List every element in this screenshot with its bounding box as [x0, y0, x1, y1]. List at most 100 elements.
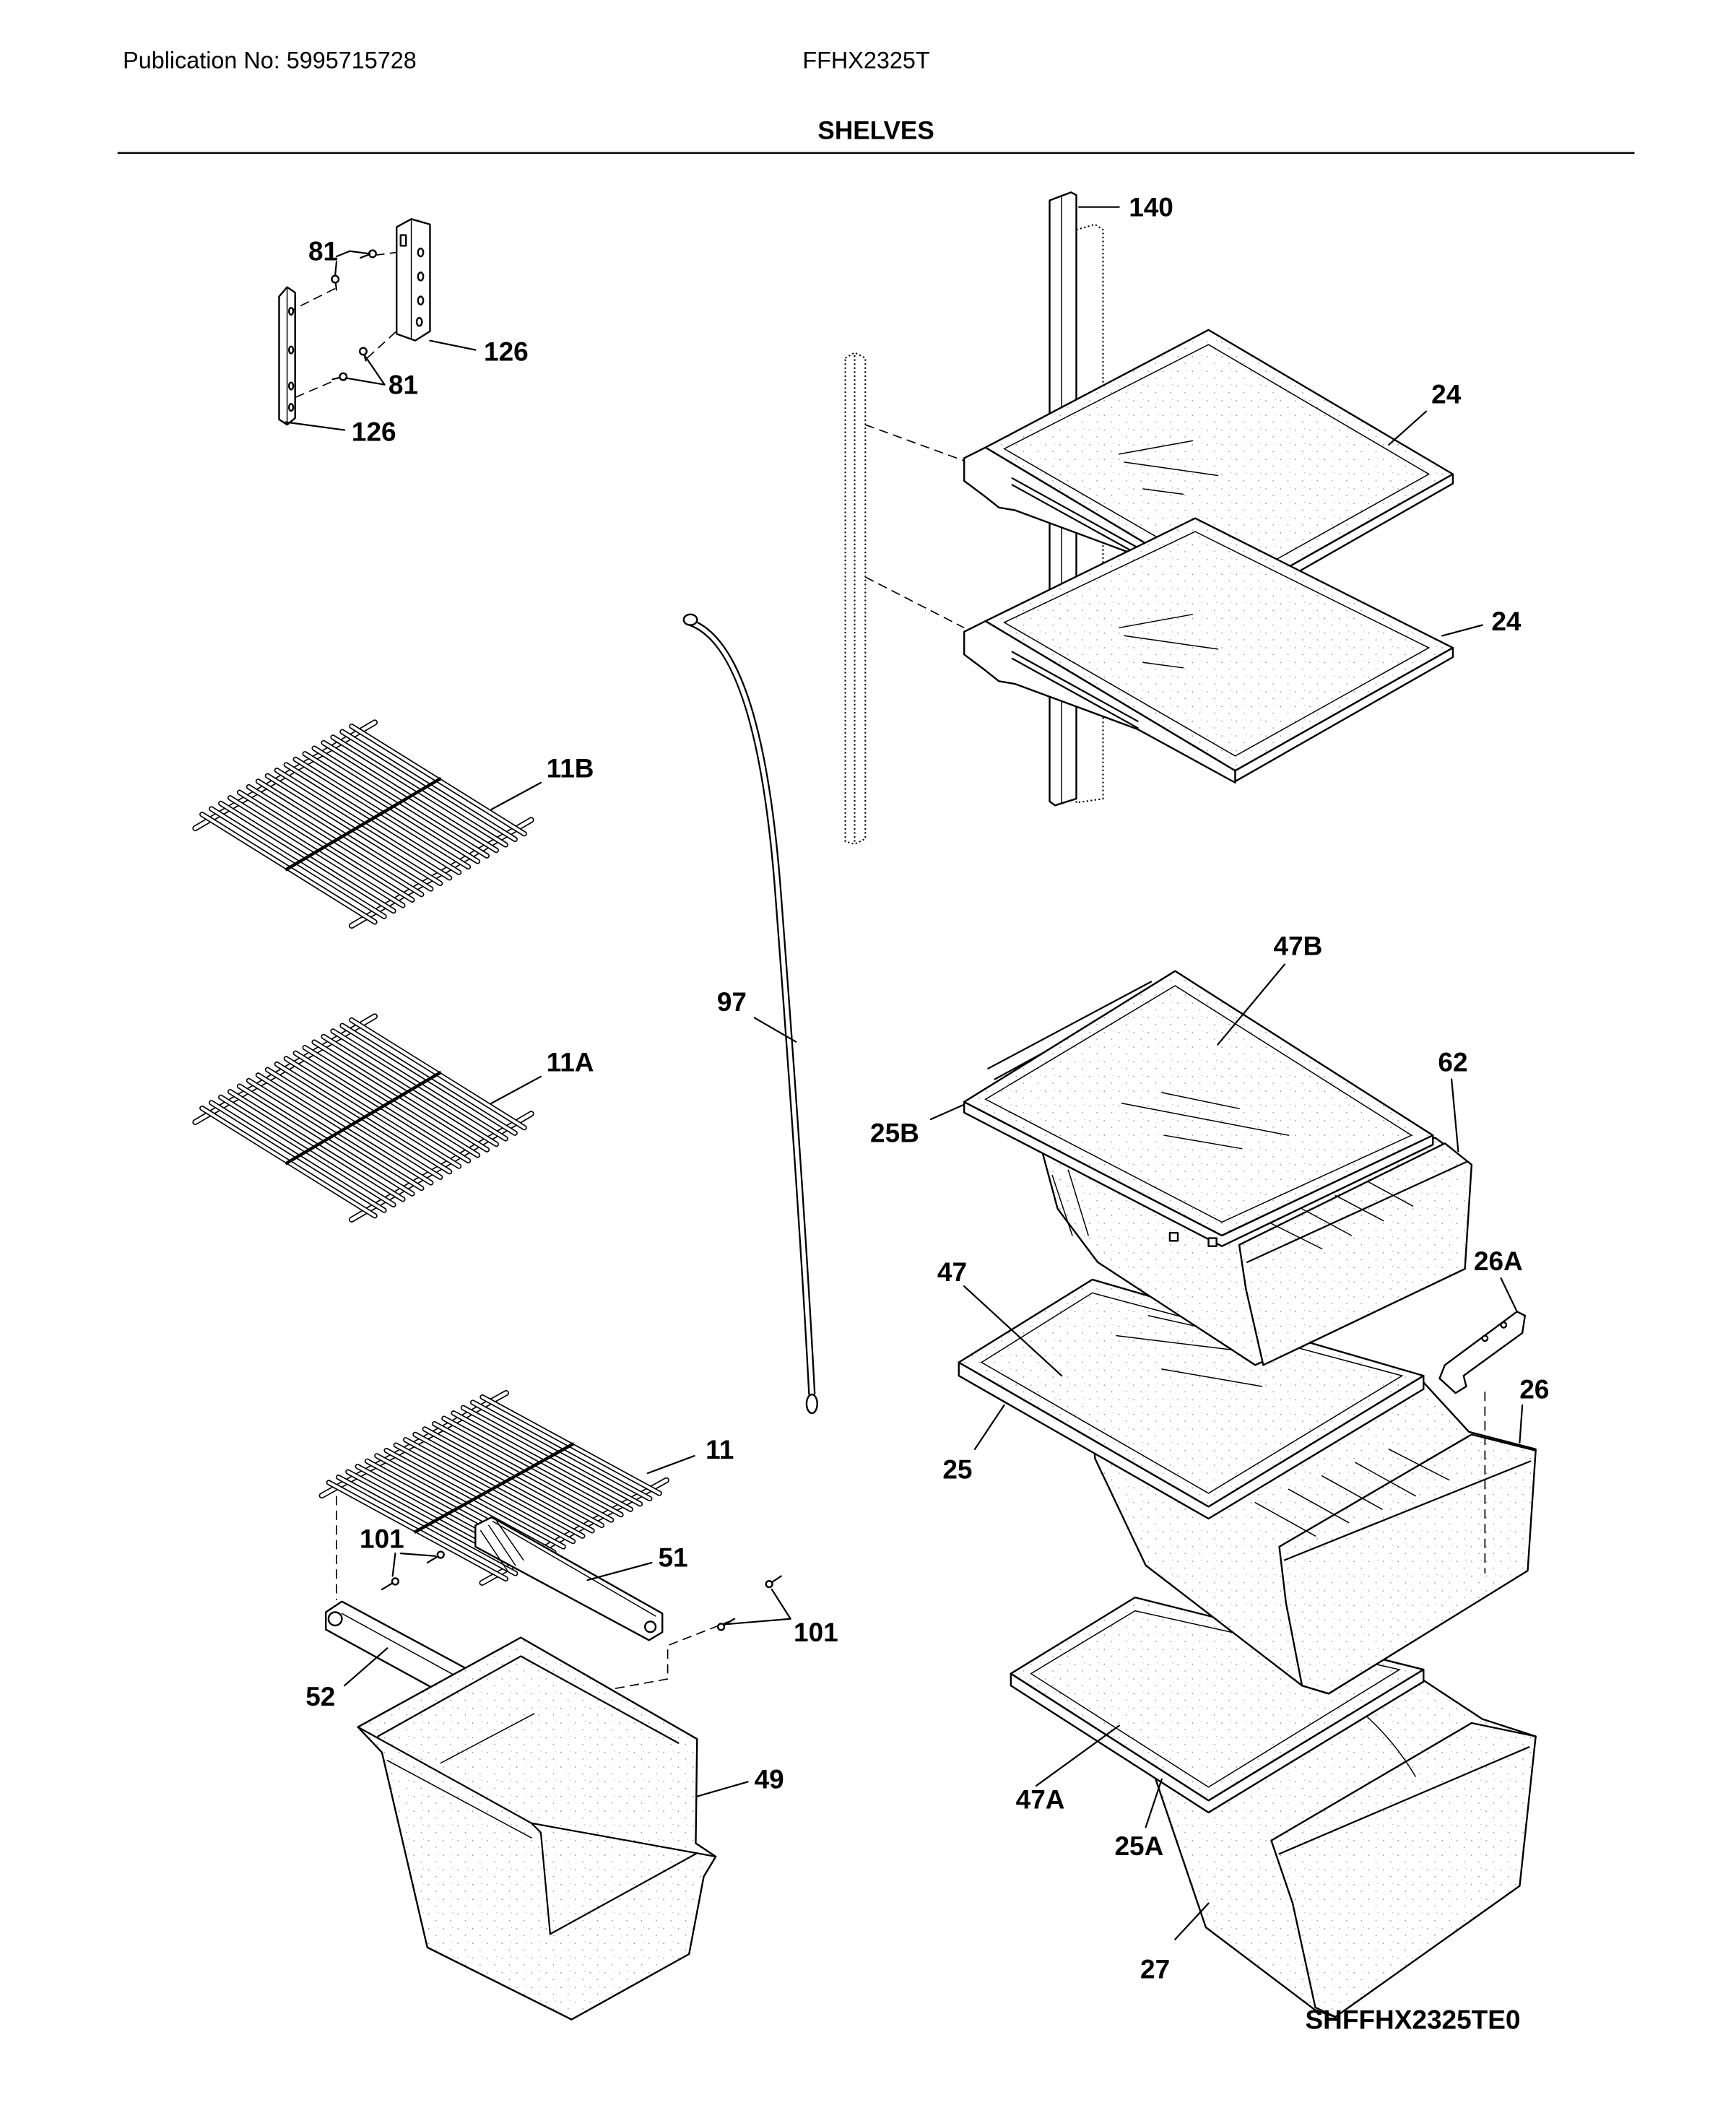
bracket-slot: [399, 234, 407, 247]
callout-label: 101: [794, 1618, 838, 1647]
callout-label: 101: [360, 1524, 404, 1554]
callout-126-lower: 126: [285, 417, 396, 446]
tube-end-cap: [805, 1393, 818, 1415]
bracket-hole: [287, 345, 295, 355]
callout-51: 51: [586, 1543, 688, 1581]
bracket-hole: [417, 272, 425, 282]
callout-label: 126: [352, 417, 396, 446]
callout-label: 62: [1438, 1047, 1467, 1077]
callout-label: 11B: [547, 753, 594, 783]
callout-26: 26: [1519, 1375, 1549, 1444]
callout-label: 97: [717, 987, 747, 1017]
bracket-hole: [1500, 1321, 1508, 1329]
pan-front-face: [1278, 1433, 1537, 1695]
slide-rail-51: [474, 1516, 664, 1641]
callout-label: 47: [937, 1257, 967, 1287]
crisper-cover-47b: [963, 970, 1434, 1247]
callout-47a: 47A: [1016, 1724, 1120, 1814]
callout-47b: 47B: [1217, 931, 1322, 1046]
bracket-hole: [287, 403, 295, 412]
leader-line: [391, 1552, 436, 1577]
screw-head: [339, 372, 348, 381]
callout-label: 25A: [1114, 1831, 1163, 1861]
pan-ribs: [1268, 1181, 1414, 1250]
shelf-mount-dashed-lines: [864, 424, 965, 629]
leader-line: [1145, 1778, 1163, 1828]
callout-label: 27: [1140, 1954, 1170, 1984]
glass-shelf-24-lower: [963, 517, 1454, 784]
callout-52: 52: [305, 1647, 389, 1711]
leader-line: [1500, 1277, 1518, 1313]
shelf-front-edge: [1234, 646, 1454, 783]
leader-line: [429, 339, 477, 351]
screws-101: [381, 1550, 782, 1631]
bracket-126-right: [396, 218, 431, 342]
leader-line: [696, 1781, 749, 1797]
tube-body: [690, 620, 815, 1395]
callout-25b: 25B: [870, 1103, 965, 1147]
bracket-body: [1438, 1311, 1527, 1394]
leader-line: [1441, 624, 1483, 637]
callout-24-lower: 24: [1441, 607, 1522, 637]
shelf-trim: [1003, 531, 1431, 757]
pan-lip: [1278, 1746, 1530, 1855]
rail-slider: [479, 1520, 524, 1571]
pan-ribs: [1254, 1449, 1450, 1537]
tube-outline: [689, 619, 816, 1395]
pan-front-face: [1238, 1142, 1473, 1366]
rail-edge: [492, 1520, 656, 1617]
callout-label: 25: [942, 1455, 972, 1485]
bracket-hole: [415, 317, 423, 327]
callout-label: 81: [308, 237, 338, 266]
rack-cross-wire: [285, 776, 442, 872]
screw-head: [436, 1550, 445, 1559]
leader-line: [1451, 1078, 1459, 1153]
leader-line: [586, 1561, 653, 1581]
cover-clip: [1168, 1231, 1179, 1242]
rail-body: [474, 1516, 664, 1641]
callout-62: 62: [1438, 1047, 1468, 1153]
cover-trim: [980, 1292, 1404, 1494]
rack-cross-wire: [413, 1441, 575, 1534]
leader-line: [646, 1454, 695, 1475]
callout-49: 49: [696, 1765, 784, 1797]
callout-label: 26A: [1474, 1246, 1523, 1276]
rail-outline: [844, 352, 867, 846]
rail-end-pin: [643, 1620, 657, 1633]
leader-line: [334, 250, 371, 277]
leader-line: [1035, 1724, 1120, 1787]
diagram-id: SHFFHX2325TE0: [1306, 2005, 1521, 2035]
crisper-cover-47: [958, 1278, 1425, 1520]
cover-trim: [1030, 1610, 1401, 1788]
pan-lip: [1246, 1161, 1467, 1263]
screw-head: [358, 347, 368, 356]
assembly-dashed-lines: [292, 251, 399, 399]
callout-24-upper: 24: [1388, 380, 1462, 446]
leader-line: [490, 1075, 542, 1104]
shelf-slot: [1011, 651, 1139, 729]
callout-label: 140: [1129, 193, 1173, 222]
shelf-rail-left: [844, 352, 867, 846]
callout-11a: 11A: [490, 1047, 594, 1104]
cover-glass: [963, 970, 1434, 1237]
cover-trim: [984, 985, 1413, 1223]
callout-label: 52: [305, 1682, 335, 1711]
publication-number: Publication No: 5995715728: [123, 47, 417, 73]
bracket-126-left: [278, 286, 296, 426]
cover-clip: [1207, 1237, 1218, 1247]
leader-line: [929, 1103, 965, 1121]
leader-line: [1217, 963, 1286, 1046]
screw-head: [391, 1577, 400, 1586]
callout-label: 47A: [1016, 1784, 1065, 1814]
freezer-bin-49: [357, 1636, 717, 2021]
callout-81-lower: 81: [344, 354, 418, 400]
screws-81: [331, 249, 377, 381]
glass-glare: [1118, 614, 1219, 669]
shelf-brackets-126: [278, 218, 431, 426]
bin-front-edges: [357, 1726, 717, 1936]
tube-97: [682, 613, 818, 1415]
leader-line: [1519, 1404, 1524, 1444]
pan-lip: [1283, 1460, 1532, 1561]
callout-label: 25B: [870, 1118, 919, 1147]
